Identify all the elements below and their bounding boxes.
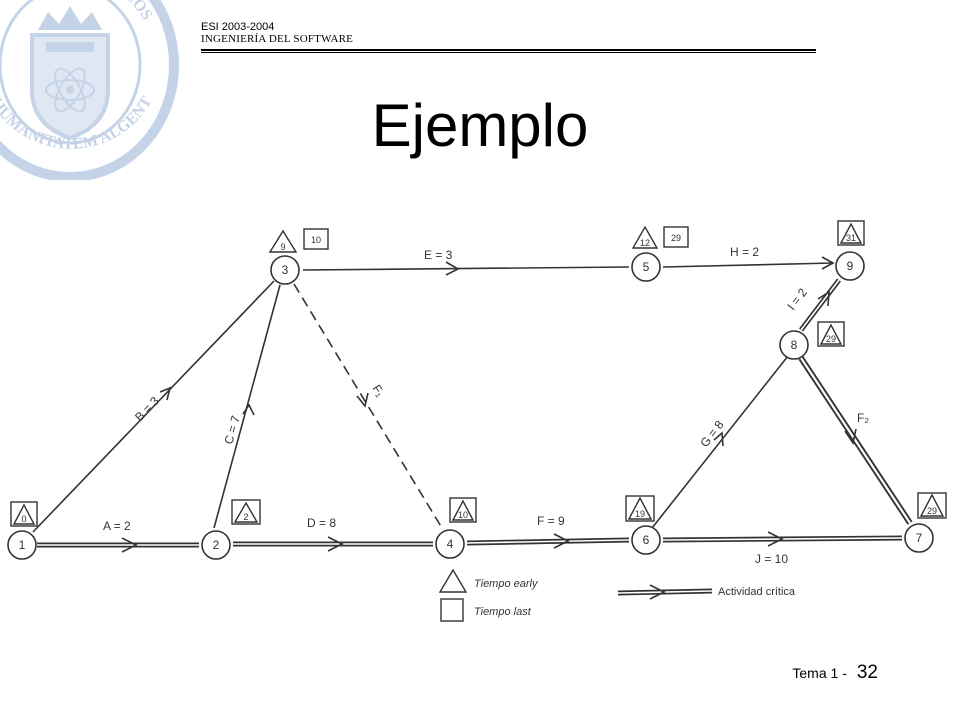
- slide-footer: Tema 1 - 32: [792, 662, 878, 684]
- subject-name: INGENIERÍA DEL SOFTWARE: [201, 33, 354, 45]
- node-4: 4: [435, 529, 465, 559]
- svg-text:29: 29: [826, 334, 836, 344]
- page-number: 32: [856, 662, 878, 683]
- pert-network-diagram: A = 2 B = 3 C = 7 D = 8 E = 3 F₁ F = 9 G…: [7, 220, 947, 622]
- label-F2: F₂: [857, 411, 869, 425]
- node-1: 1: [7, 530, 37, 560]
- legend-critical: Actividad crítica: [617, 584, 796, 600]
- edge-F2: [798, 356, 913, 525]
- node-9: 9: [835, 251, 865, 281]
- svg-text:10: 10: [311, 235, 321, 245]
- node-6-times: 19: [625, 495, 655, 522]
- svg-text:4: 4: [447, 537, 454, 551]
- slide-header: ESI 2003-2004 INGENIERÍA DEL SOFTWARE: [201, 21, 816, 53]
- node-1-times: 0: [10, 501, 38, 527]
- svg-text:9: 9: [280, 242, 285, 252]
- university-seal-logo: MATICOS HUMANITATEM ALGENT: [0, 0, 179, 180]
- header-rule-thin: [201, 52, 816, 53]
- node-4-times: 10: [449, 497, 477, 523]
- node-7-times: 29: [917, 492, 947, 519]
- edge-J: [662, 531, 903, 547]
- edge-D: [233, 536, 433, 552]
- edge-F1-arrow: [356, 392, 369, 408]
- label-F1: F₁: [369, 382, 387, 399]
- svg-text:Tiempo early: Tiempo early: [474, 578, 539, 590]
- svg-text:7: 7: [916, 531, 923, 545]
- node-7: 7: [904, 523, 934, 553]
- label-H: H = 2: [730, 245, 759, 259]
- edge-C-arrow: [242, 403, 255, 416]
- label-E: E = 3: [424, 248, 453, 262]
- edge-F: [466, 533, 630, 549]
- svg-text:9: 9: [847, 259, 854, 273]
- label-C: C = 7: [221, 414, 243, 446]
- legend-late: Tiempo last: [440, 598, 532, 622]
- node-3: 3: [270, 255, 300, 285]
- svg-text:5: 5: [643, 260, 650, 274]
- svg-text:2: 2: [243, 512, 248, 522]
- course-year: ESI 2003-2004: [201, 21, 275, 33]
- edge-I: [799, 278, 841, 332]
- label-A: A = 2: [103, 519, 131, 533]
- svg-text:31: 31: [846, 233, 856, 243]
- svg-text:19: 19: [635, 509, 645, 519]
- svg-text:12: 12: [640, 238, 650, 248]
- svg-text:3: 3: [282, 263, 289, 277]
- svg-text:1: 1: [19, 538, 26, 552]
- svg-text:8: 8: [791, 338, 798, 352]
- seal-shield-icon: [30, 6, 110, 141]
- node-6: 6: [631, 525, 661, 555]
- svg-text:Tiempo last: Tiempo last: [474, 606, 532, 618]
- edge-B: [32, 280, 275, 533]
- edge-G-arrow: [713, 431, 724, 447]
- svg-text:2: 2: [213, 538, 220, 552]
- label-I: I = 2: [784, 285, 810, 313]
- edge-F1: [293, 283, 443, 529]
- label-B: B = 3: [132, 394, 162, 424]
- diagram-legend: Tiempo early Tiempo last Actividad críti…: [438, 568, 796, 622]
- edge-C: [213, 284, 281, 529]
- svg-text:29: 29: [927, 506, 937, 516]
- node-8: 8: [779, 330, 809, 360]
- edge-B-arrow: [159, 386, 172, 401]
- edge-H: [662, 262, 834, 268]
- label-F: F = 9: [537, 514, 565, 528]
- edge-H-arrow: [821, 256, 835, 270]
- node-2-times: 2: [231, 499, 261, 525]
- edge-E: [302, 266, 630, 271]
- svg-text:10: 10: [458, 510, 468, 520]
- node-5: 5: [631, 252, 661, 282]
- edge-A: [37, 537, 199, 553]
- svg-text:6: 6: [643, 533, 650, 547]
- node-5-times: 12 29: [631, 225, 689, 249]
- footer-topic: Tema 1 -: [792, 665, 847, 681]
- header-rule: [201, 49, 816, 51]
- edge-G: [651, 355, 789, 529]
- node-8-times: 29: [817, 321, 845, 347]
- legend-early: Tiempo early: [438, 568, 539, 593]
- node-2: 2: [201, 530, 231, 560]
- svg-text:29: 29: [671, 233, 681, 243]
- label-D: D = 8: [307, 516, 336, 530]
- edge-E-arrow: [445, 261, 460, 276]
- node-3-times: 9 10: [268, 228, 329, 253]
- node-9-times: 31: [837, 220, 865, 246]
- svg-text:Actividad crítica: Actividad crítica: [718, 586, 796, 598]
- label-J: J = 10: [755, 552, 788, 566]
- slide-title: Ejemplo: [371, 92, 589, 159]
- svg-text:0: 0: [21, 514, 26, 524]
